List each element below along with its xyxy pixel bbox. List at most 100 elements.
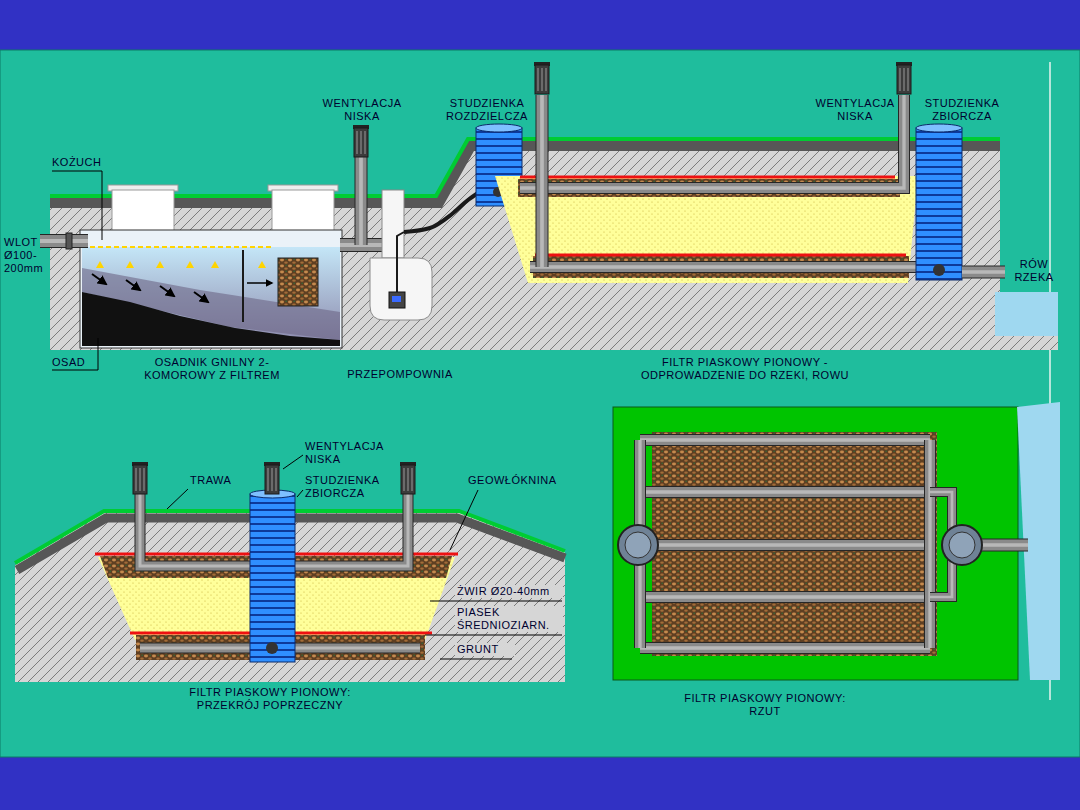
pump-chamber [382, 190, 404, 258]
manifold-pipe [930, 492, 952, 530]
callout-label: WENTYLACJA NISKA [810, 97, 900, 123]
panel-background [0, 50, 1080, 757]
vent-cap [401, 465, 415, 494]
filter-pipe [640, 643, 930, 653]
vent-slot [361, 131, 362, 154]
filter-pipe [640, 539, 930, 551]
filter-pipe [640, 490, 930, 493]
callout-label: STUDZIENKA ROZDZIELCZA [442, 97, 532, 123]
tank-filter [278, 258, 318, 306]
scum-arrow [156, 261, 164, 268]
vent-pipe [359, 156, 363, 245]
sewage [82, 247, 340, 346]
filter-pipe [640, 540, 930, 550]
well-plan [942, 525, 982, 565]
discharge-pipe [962, 270, 1005, 274]
vent-cap [897, 65, 911, 94]
vent-slot [365, 131, 366, 154]
well-lid [916, 124, 962, 132]
pump [389, 292, 405, 308]
discharge-pipe [980, 543, 1028, 547]
geotextile [520, 176, 895, 179]
vent-slot [136, 468, 137, 491]
vent-pipe [536, 95, 549, 267]
distribution-pipe [520, 95, 904, 188]
manifold-pipe [930, 492, 952, 530]
manifold-pipe [925, 440, 935, 648]
leader-line [425, 635, 562, 636]
filter-pipe [640, 543, 930, 546]
vent-slot [538, 68, 539, 91]
vent-slot [908, 68, 909, 91]
vent-cap [535, 65, 549, 94]
drainage-pipe [530, 262, 916, 272]
vent-slot [268, 468, 269, 491]
scum-line [82, 246, 272, 248]
callout-label: STUDZIENKA ZBIORCZA [917, 97, 1007, 123]
discharge-pipe [980, 540, 1028, 551]
callout-label: KOŻUCH [52, 156, 112, 169]
manifold-pipe [930, 560, 952, 597]
scum-arrow [211, 261, 219, 268]
leader-line [283, 455, 303, 469]
manifold-pipe [928, 440, 931, 648]
vent-slot [542, 68, 543, 91]
river [995, 292, 1058, 336]
filter-pipe [640, 434, 930, 446]
drawing [0, 50, 1080, 757]
callout-label: FILTR PIASKOWY PIONOWY: RZUT [673, 692, 858, 718]
vent-pipe [356, 156, 367, 245]
callout-label: PIASEK ŚREDNIOZIARN. [455, 606, 563, 632]
filter-pipe [640, 591, 930, 603]
callout-label: RÓW RZEKA [1009, 258, 1059, 284]
distribution-pipe [520, 95, 904, 188]
callout-label: PRZEPOMPOWNIA [335, 368, 465, 381]
manhole-riser [272, 190, 334, 232]
settling-arrow [92, 274, 106, 284]
vent-slot [546, 68, 547, 91]
geotextile [535, 254, 906, 257]
pump-motor [392, 296, 401, 302]
filter-pipe [640, 642, 930, 654]
callout-label: TRAWA [190, 474, 245, 487]
callout-label: WENTYLACJA NISKA [305, 440, 400, 466]
vent-slot [404, 468, 405, 491]
discharge-pipe [962, 266, 1005, 279]
vent-pipe [355, 156, 368, 245]
inlet-pipe [40, 234, 88, 248]
settling-arrow [194, 292, 208, 302]
callout-label: FILTR PIASKOWY PIONOWY: PRZEKRÓJ POPRZEC… [170, 686, 370, 712]
flow-arrow [247, 282, 272, 284]
vent-cap [354, 128, 368, 157]
vent-pipe [540, 95, 544, 267]
vent-cap [265, 465, 279, 494]
vent-slot [408, 468, 409, 491]
vent-slot [412, 468, 413, 491]
manifold-pipe [924, 440, 936, 648]
scum-arrow [258, 261, 266, 268]
vent-slot [140, 468, 141, 491]
filter-pipe [640, 486, 930, 498]
discharge-pipe [962, 267, 1005, 278]
inlet-pipe [40, 235, 88, 247]
settling-arrow [160, 286, 174, 296]
vent-slot [357, 131, 358, 154]
callout-label: OSADNIK GNILNY 2-KOMOROWY Z FILTREM [127, 356, 297, 382]
scum-arrow [186, 261, 194, 268]
callout-label: WENTYLACJA NISKA [317, 97, 407, 123]
filter-pipe [640, 435, 930, 445]
callout-label: WLOT Ø100-200mm [4, 236, 46, 276]
collection-well [250, 494, 295, 662]
septic-tank [80, 230, 342, 348]
settling-arrow [126, 280, 140, 290]
lawn [613, 407, 1018, 680]
callout-label: STUDZIENKA ZBIORCZA [305, 474, 400, 500]
callout-label: GEOWŁÓKNINA [468, 474, 578, 487]
well-plan [618, 525, 658, 565]
manifold-pipe [930, 492, 952, 530]
scum-arrow [96, 261, 104, 268]
riser-pipe [397, 232, 404, 292]
vent-slot [900, 68, 901, 91]
